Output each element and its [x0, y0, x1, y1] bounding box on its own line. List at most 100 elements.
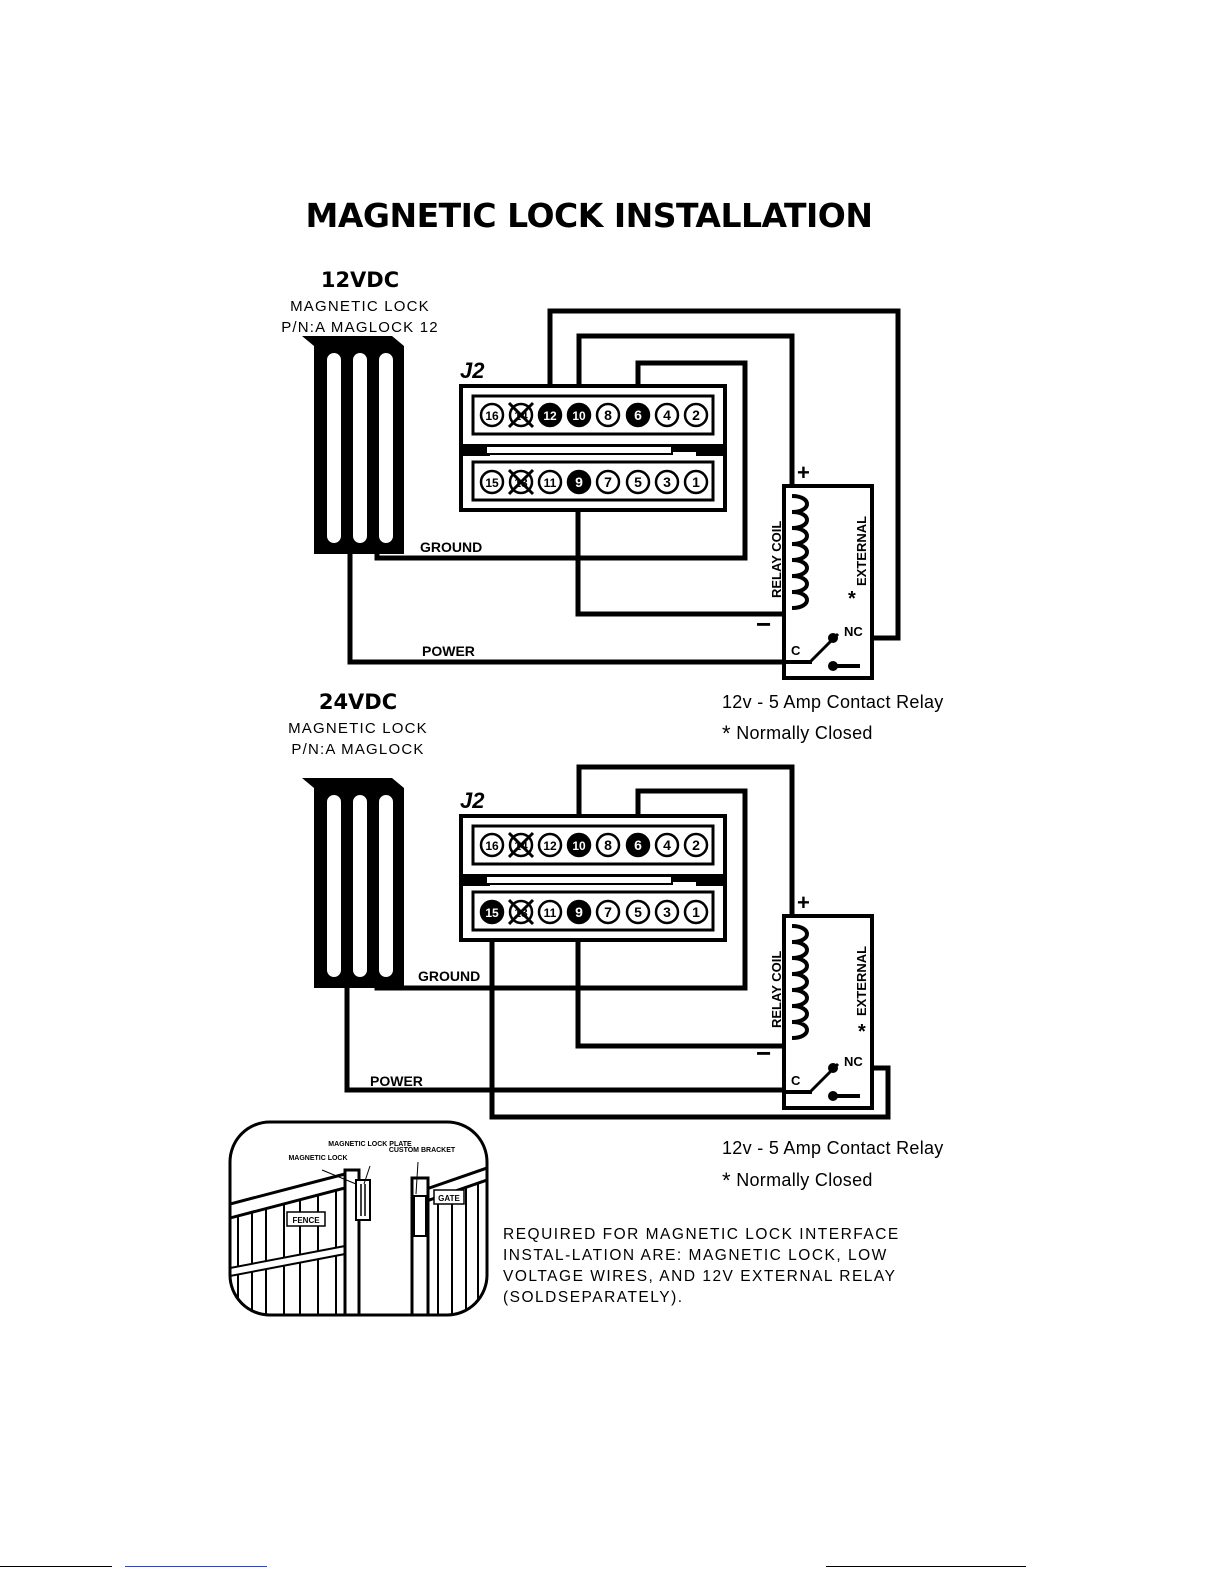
- pin-5-label: 5: [634, 474, 642, 490]
- pin-15-circle: [479, 899, 505, 925]
- external-label-1: EXTERNAL: [854, 516, 869, 586]
- pin-3-circle: [654, 899, 680, 925]
- pin-10-circle: [566, 832, 592, 858]
- pin-8-circle: [595, 832, 621, 858]
- pin-10-circle: [566, 402, 592, 428]
- pin-11-label: 11: [544, 906, 557, 920]
- pin-5-label: 5: [634, 904, 642, 920]
- pin-8-label: 8: [604, 407, 612, 423]
- pin-16-circle: [479, 402, 505, 428]
- pin-7-circle: [595, 899, 621, 925]
- pin-14-cross: [507, 831, 535, 859]
- pin-14-cross: [507, 401, 535, 429]
- pin-7-label: 7: [604, 474, 612, 490]
- pin-2-circle: [683, 832, 709, 858]
- pin-9-label: 9: [575, 474, 583, 490]
- relay-coil-label-2: RELAY COIL: [769, 951, 784, 1028]
- closed-note-2-text: Normally Closed: [736, 1170, 873, 1190]
- j2-connector-1: J2 16141210864215131197531: [459, 358, 727, 512]
- ground-label-2: GROUND: [418, 968, 480, 984]
- lock-part-number-12: P/N:A MAGLOCK 12: [281, 319, 439, 336]
- pin-6-circle: [625, 402, 651, 428]
- pin-12-label: 12: [543, 839, 557, 853]
- pin-11-circle: [537, 469, 563, 495]
- magnetic-lock-icon: [302, 778, 404, 988]
- asterisk-mark: *: [722, 721, 731, 746]
- closed-note-1-text: Normally Closed: [736, 723, 873, 743]
- relay-note-2: 12v - 5 Amp Contact Relay: [722, 1138, 944, 1158]
- pin-13-cross: [507, 898, 535, 926]
- pin-15-circle: [479, 469, 505, 495]
- pin-16-label: 16: [485, 409, 499, 423]
- pin-12-circle: [537, 402, 563, 428]
- pin-5-circle: [625, 469, 651, 495]
- inset-label-bracket: CUSTOM BRACKET: [389, 1147, 456, 1154]
- pin-2-label: 2: [692, 407, 700, 423]
- relay-plus-1: +: [797, 460, 810, 485]
- power-label-1: POWER: [422, 643, 475, 659]
- pin-5-circle: [625, 899, 651, 925]
- pin-10-label: 10: [572, 839, 586, 853]
- diagram-24vdc: GROUND POWER J2 16141210864215131197531 …: [302, 764, 891, 1120]
- pin-9-circle: [566, 899, 592, 925]
- pin-9-label: 9: [575, 904, 583, 920]
- c-label-1: C: [791, 643, 801, 658]
- pin-1-label: 1: [692, 904, 700, 920]
- pin-12-circle: [537, 832, 563, 858]
- pin-11-label: 11: [544, 476, 557, 490]
- installation-inset: MAGNETIC LOCK MAGNETIC LOCK PLATE CUSTOM…: [228, 1120, 489, 1317]
- j2-connector-2: J2 16141210864215131197531: [459, 788, 727, 942]
- j2-label-1: J2: [460, 358, 485, 383]
- nc-label-1: NC: [844, 624, 863, 639]
- page-title: MAGNETIC LOCK INSTALLATION: [305, 196, 873, 235]
- pin-4-circle: [654, 832, 680, 858]
- relay-coil-label-1: RELAY COIL: [769, 521, 784, 598]
- pin-13-cross: [507, 468, 535, 496]
- pin-1-circle: [683, 899, 709, 925]
- relay-minus-1: −: [756, 609, 771, 639]
- magnetic-lock-icon: [302, 336, 404, 554]
- pin-16-label: 16: [485, 839, 499, 853]
- c-label-2: C: [791, 1073, 801, 1088]
- pin-12-label: 12: [543, 409, 557, 423]
- relay-plus-2: +: [797, 890, 810, 915]
- pin-6-label: 6: [634, 407, 642, 423]
- lock-part-number-24: P/N:A MAGLOCK: [291, 741, 425, 758]
- pin-4-label: 4: [663, 837, 671, 853]
- relay-1: + − RELAY COIL EXTERNAL * NC C: [756, 460, 874, 680]
- footer-rule-link: [125, 1566, 267, 1567]
- asterisk-2: *: [858, 1021, 866, 1043]
- pin-3-label: 3: [663, 474, 671, 490]
- voltage-label-24vdc: 24VDC: [318, 690, 398, 714]
- pin-4-label: 4: [663, 407, 671, 423]
- pin-11-circle: [537, 899, 563, 925]
- pin-1-circle: [683, 469, 709, 495]
- inset-label-lock-plate: MAGNETIC LOCK PLATE: [328, 1141, 412, 1148]
- pin-4-circle: [654, 402, 680, 428]
- footer-rule-right: [826, 1566, 1026, 1567]
- pin-15-label: 15: [485, 476, 499, 490]
- inset-label-magnetic-lock: MAGNETIC LOCK: [288, 1155, 347, 1162]
- asterisk-mark: *: [722, 1168, 731, 1193]
- lock-name-12: MAGNETIC LOCK: [290, 298, 430, 315]
- pin-8-circle: [595, 402, 621, 428]
- pin-8-label: 8: [604, 837, 612, 853]
- inset-label-gate: GATE: [438, 1194, 460, 1203]
- pin-2-label: 2: [692, 837, 700, 853]
- pin-6-label: 6: [634, 837, 642, 853]
- pin-7-circle: [595, 469, 621, 495]
- closed-note-2: * Normally Closed: [722, 1168, 873, 1194]
- power-label-2: POWER: [370, 1073, 423, 1089]
- relay-note-1: 12v - 5 Amp Contact Relay: [722, 692, 944, 712]
- external-label-2: EXTERNAL: [854, 946, 869, 1016]
- diagram-12vdc: GROUND POWER J2 16141210864215131197531 …: [302, 308, 901, 680]
- voltage-label-12vdc: 12VDC: [320, 268, 400, 292]
- pin-10-label: 10: [572, 409, 586, 423]
- pin-3-label: 3: [663, 904, 671, 920]
- relay-minus-2: −: [756, 1038, 771, 1068]
- asterisk-1: *: [848, 588, 856, 610]
- pin-15-label: 15: [485, 906, 499, 920]
- pin-7-label: 7: [604, 904, 612, 920]
- relay-2: + − RELAY COIL EXTERNAL * NC C: [756, 890, 874, 1110]
